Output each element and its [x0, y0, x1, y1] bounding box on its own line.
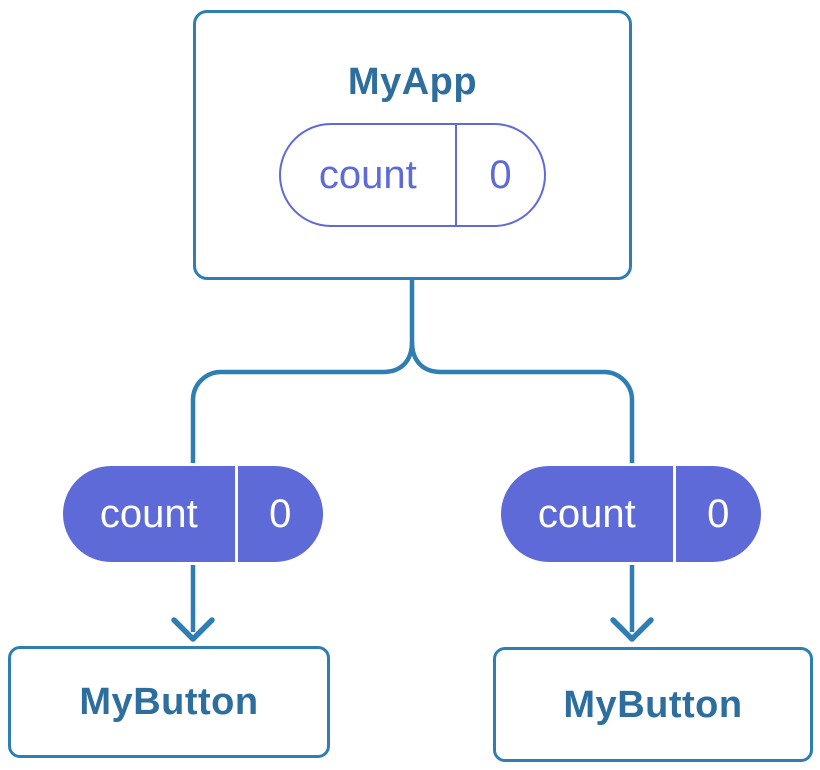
state-key-label: count [537, 492, 636, 536]
arrowhead-left-icon [171, 617, 215, 642]
state-key-label: count [318, 153, 417, 197]
pill-divider [672, 466, 676, 562]
component-card-mybutton-right: MyButton [493, 647, 813, 762]
component-card-myapp: MyApp count 0 [193, 10, 632, 280]
component-title: MyButton [79, 681, 259, 723]
pill-divider [234, 466, 238, 562]
state-pill-right: count 0 [498, 463, 764, 565]
state-value: 0 [269, 492, 292, 536]
connector-branch-right [409, 341, 635, 632]
state-pill-root: count 0 [279, 123, 546, 227]
state-pill-left: count 0 [60, 463, 326, 565]
state-value: 0 [489, 153, 512, 197]
pill-divider [454, 125, 458, 225]
component-card-mybutton-left: MyButton [8, 646, 330, 758]
connector-branch-left [190, 341, 415, 632]
component-title: MyApp [347, 61, 478, 103]
component-title: MyButton [563, 683, 743, 726]
arrowhead-right-icon [610, 617, 654, 642]
state-value: 0 [707, 492, 730, 536]
state-key-label: count [99, 492, 198, 536]
